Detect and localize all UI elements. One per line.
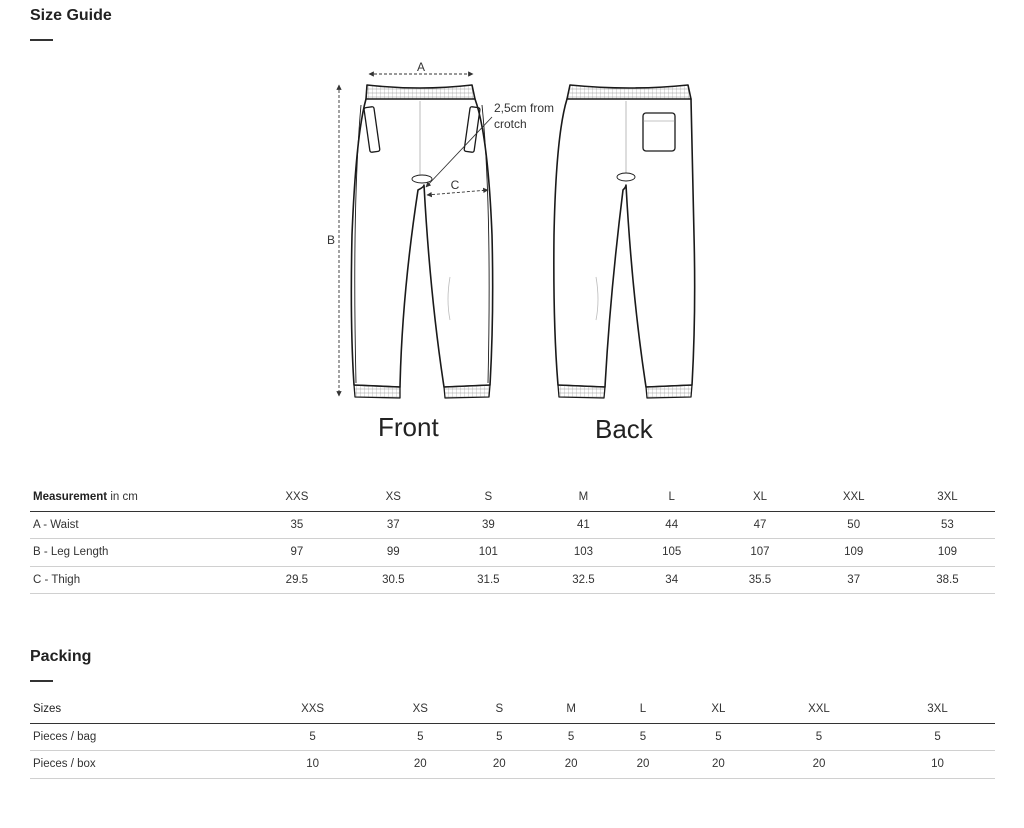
label-c: C	[451, 178, 460, 192]
table-row: Pieces / bag 5 5 5 5 5 5 5 5	[30, 723, 995, 751]
pants-diagram: A B C 2,5cm from crotch	[327, 60, 696, 399]
size-header: M	[535, 484, 631, 512]
table-cell: 5	[678, 723, 758, 751]
size-header: XS	[345, 484, 441, 512]
table-cell: 35	[248, 511, 346, 539]
row-label: Pieces / box	[30, 750, 248, 779]
label-a: A	[417, 60, 425, 74]
packing-table-header: Sizes XXS XS S M L XL XXL 3XL	[30, 696, 995, 724]
table-cell: 5	[463, 723, 536, 751]
table-cell: 32.5	[535, 566, 631, 594]
row-label: B - Leg Length	[30, 538, 248, 567]
table-cell: 105	[630, 538, 713, 567]
size-header: XL	[678, 696, 758, 724]
size-header: XL	[712, 484, 808, 512]
table-cell: 5	[607, 723, 679, 751]
table-cell: 37	[807, 566, 900, 594]
table-cell: 30.5	[345, 566, 441, 594]
size-table: Measurement in cm XXS XS S M L XL XXL 3X…	[30, 484, 995, 594]
size-header: XS	[377, 696, 464, 724]
table-cell: 50	[807, 511, 900, 539]
measurement-header: Measurement in cm	[30, 484, 248, 512]
table-cell: 5	[248, 723, 378, 751]
sizes-header: Sizes	[30, 696, 248, 724]
row-label: A - Waist	[30, 511, 248, 539]
size-header: XXS	[248, 484, 346, 512]
table-cell: 103	[535, 538, 631, 567]
back-pants-drawing	[553, 84, 696, 399]
table-cell: 99	[345, 538, 441, 567]
annotation-arrow	[425, 116, 493, 188]
row-label: C - Thigh	[30, 566, 248, 594]
size-header: L	[630, 484, 713, 512]
back-label: Back	[595, 414, 653, 444]
table-cell: 5	[377, 723, 464, 751]
table-cell: 109	[807, 538, 900, 567]
table-cell: 5	[757, 723, 881, 751]
size-header: L	[607, 696, 679, 724]
size-header: XXL	[807, 484, 900, 512]
table-cell: 47	[712, 511, 808, 539]
front-label: Front	[378, 412, 439, 442]
table-cell: 41	[535, 511, 631, 539]
table-cell: 5	[535, 723, 608, 751]
packing-underline	[30, 680, 53, 682]
size-guide-title: Size Guide	[30, 7, 112, 24]
table-cell: 38.5	[899, 566, 995, 594]
table-cell: 20	[607, 750, 679, 779]
annotation-line1: 2,5cm from	[494, 101, 554, 115]
table-cell: 101	[440, 538, 536, 567]
size-header: XXS	[248, 696, 378, 724]
size-header: 3XL	[899, 484, 995, 512]
size-header: S	[463, 696, 536, 724]
table-cell: 20	[377, 750, 464, 779]
label-b: B	[327, 233, 335, 247]
size-table-header: Measurement in cm XXS XS S M L XL XXL 3X…	[30, 484, 995, 512]
table-row: B - Leg Length 97 99 101 103 105 107 109…	[30, 538, 995, 567]
measurement-lines	[336, 71, 489, 397]
table-cell: 20	[678, 750, 758, 779]
size-header: M	[535, 696, 608, 724]
row-label: Pieces / bag	[30, 723, 248, 751]
table-cell: 20	[535, 750, 608, 779]
table-cell: 53	[899, 511, 995, 539]
size-header: S	[440, 484, 536, 512]
front-pants-drawing	[350, 84, 494, 399]
table-cell: 20	[463, 750, 536, 779]
table-cell: 44	[630, 511, 713, 539]
table-cell: 29.5	[248, 566, 346, 594]
table-row: C - Thigh 29.5 30.5 31.5 32.5 34 35.5 37…	[30, 566, 995, 594]
table-cell: 20	[757, 750, 881, 779]
table-cell: 109	[899, 538, 995, 567]
table-cell: 34	[630, 566, 713, 594]
table-cell: 10	[248, 750, 378, 779]
size-header: 3XL	[880, 696, 995, 724]
packing-title: Packing	[30, 648, 92, 665]
table-cell: 10	[880, 750, 995, 779]
table-row: Pieces / box 10 20 20 20 20 20 20 10	[30, 750, 995, 779]
size-guide-underline	[30, 39, 53, 41]
measure-c-line	[426, 187, 489, 198]
packing-table: Sizes XXS XS S M L XL XXL 3XL Pieces / b…	[30, 696, 995, 779]
table-row: A - Waist 35 37 39 41 44 47 50 53	[30, 511, 995, 539]
table-cell: 35.5	[712, 566, 808, 594]
table-cell: 39	[440, 511, 536, 539]
size-header: XXL	[757, 696, 881, 724]
table-cell: 37	[345, 511, 441, 539]
table-cell: 31.5	[440, 566, 536, 594]
table-cell: 107	[712, 538, 808, 567]
annotation-line2: crotch	[494, 117, 527, 131]
table-cell: 97	[248, 538, 346, 567]
table-cell: 5	[880, 723, 995, 751]
